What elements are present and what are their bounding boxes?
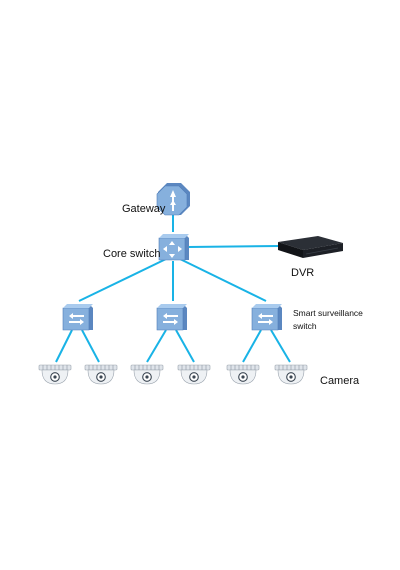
camera-3 — [130, 364, 164, 385]
camera-6 — [274, 364, 308, 385]
camera-2 — [84, 364, 118, 385]
dome-camera-icon — [177, 364, 211, 385]
switch-icon — [251, 303, 283, 331]
camera-5 — [226, 364, 260, 385]
dome-camera-icon — [84, 364, 118, 385]
camera-label: Camera — [320, 375, 360, 387]
dome-camera-icon — [130, 364, 164, 385]
core-switch-label: Core switch — [103, 248, 161, 260]
link-right-cam1 — [242, 329, 262, 363]
gateway-label: Gateway — [122, 203, 166, 215]
link-mid-cam2 — [175, 329, 195, 363]
dvr-label: DVR — [291, 267, 315, 279]
link-left-cam1 — [55, 329, 73, 363]
core-switch-icon — [158, 233, 190, 261]
switch-icon — [62, 303, 94, 331]
gateway-icon — [156, 183, 190, 216]
dome-camera-icon — [274, 364, 308, 385]
switch-icon — [156, 303, 188, 331]
link-mid-cam1 — [146, 329, 167, 363]
smart-switch-left — [62, 303, 94, 331]
camera-4 — [177, 364, 211, 385]
link-left-cam2 — [81, 329, 100, 363]
dvr-icon — [278, 236, 343, 258]
smart-switch-label: Smart surveillance switch — [293, 308, 363, 331]
dome-camera-icon — [226, 364, 260, 385]
network-links — [55, 214, 291, 363]
smart-switch-middle — [156, 303, 188, 331]
camera-1 — [38, 364, 72, 385]
link-core-dvr — [187, 245, 281, 248]
link-core-switch-right — [179, 258, 267, 302]
link-core-switch-left — [78, 258, 167, 302]
dome-camera-icon — [38, 364, 72, 385]
smart-switch-right — [251, 303, 283, 331]
link-right-cam2 — [270, 329, 291, 363]
